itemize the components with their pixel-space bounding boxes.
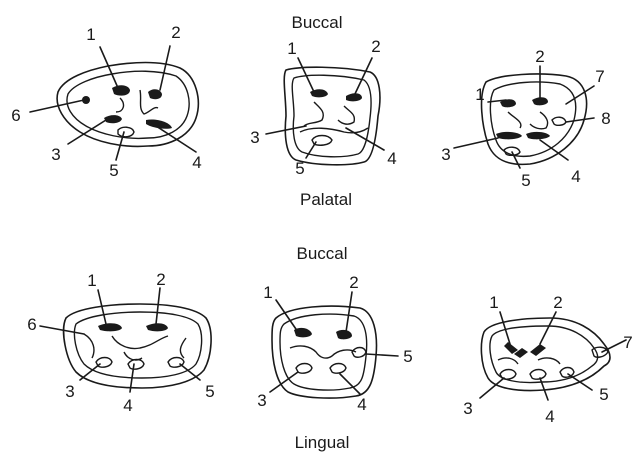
label: 5 <box>403 347 412 366</box>
label: 4 <box>123 396 132 415</box>
pit-ring <box>352 348 366 358</box>
pit-ring <box>128 360 144 370</box>
pit-ring <box>530 370 546 380</box>
groove <box>290 346 356 358</box>
label: 5 <box>109 161 118 180</box>
groove <box>498 358 560 364</box>
pit-ring <box>552 117 566 125</box>
label: 6 <box>27 315 36 334</box>
pit-ring <box>500 370 516 380</box>
fossa-mark <box>112 85 130 95</box>
label: 4 <box>387 149 396 168</box>
fossa-mark <box>104 115 122 123</box>
fossa-mark <box>526 132 550 139</box>
tooth-upper-middle <box>284 67 380 165</box>
label: 1 <box>86 25 95 44</box>
label: 2 <box>535 47 544 66</box>
label: 3 <box>65 382 74 401</box>
label: 4 <box>192 153 201 172</box>
label: 3 <box>257 391 266 410</box>
fossa-mark <box>504 342 518 354</box>
label: 2 <box>156 270 165 289</box>
label: 2 <box>171 23 180 42</box>
tooth-inner-outline <box>490 326 598 383</box>
fossa-mark <box>336 330 352 339</box>
label: 7 <box>623 333 632 352</box>
label: 3 <box>463 399 472 418</box>
label: 1 <box>263 283 272 302</box>
tooth-outline <box>482 74 587 164</box>
tooth-upper-right <box>482 74 587 164</box>
label: 3 <box>441 145 450 164</box>
labels-upper-left: 1 2 3 4 5 6 <box>11 23 201 180</box>
label: 2 <box>553 293 562 312</box>
fossa-mark <box>146 323 168 331</box>
label: 1 <box>87 271 96 290</box>
fossa-mark <box>530 344 546 356</box>
label: 5 <box>295 159 304 178</box>
tooth-outline <box>481 318 610 391</box>
label: 1 <box>287 39 296 58</box>
label: 1 <box>489 293 498 312</box>
label: 3 <box>250 128 259 147</box>
pit-ring <box>330 364 346 374</box>
label: 6 <box>11 106 20 125</box>
pit-ring <box>592 347 608 357</box>
fossa-mark <box>98 323 122 331</box>
tooth-inner-outline <box>292 75 371 157</box>
tooth-inner-outline <box>490 82 575 156</box>
labels-lower-right: 1 2 3 4 5 7 <box>463 293 632 426</box>
groove <box>304 102 354 126</box>
label: 4 <box>545 407 554 426</box>
label: 5 <box>521 171 530 190</box>
tooth-outline <box>57 63 198 147</box>
labels-lower-left: 1 2 3 4 5 6 <box>27 270 214 415</box>
tooth-lower-middle <box>272 306 376 398</box>
label: 3 <box>51 145 60 164</box>
caption-upper-palatal: Palatal <box>300 190 352 209</box>
label: 5 <box>599 385 608 404</box>
caption-lower-buccal: Buccal <box>296 244 347 263</box>
label: 7 <box>595 67 604 86</box>
label: 2 <box>371 37 380 56</box>
groove <box>84 334 186 360</box>
label: 5 <box>205 382 214 401</box>
tooth-lower-right <box>481 318 610 391</box>
label: 1 <box>475 85 484 104</box>
groove <box>300 128 368 133</box>
tooth-upper-left <box>57 63 198 147</box>
labels-upper-right: 1 2 3 4 5 7 8 <box>441 47 610 190</box>
caption-upper-buccal: Buccal <box>291 13 342 32</box>
caption-lower-lingual: Lingual <box>295 433 350 452</box>
label: 8 <box>601 109 610 128</box>
label: 4 <box>571 167 580 186</box>
pit-ring <box>118 127 134 137</box>
fossa-mark <box>496 132 522 139</box>
groove <box>508 112 548 129</box>
label: 2 <box>349 273 358 292</box>
label: 4 <box>357 395 366 414</box>
